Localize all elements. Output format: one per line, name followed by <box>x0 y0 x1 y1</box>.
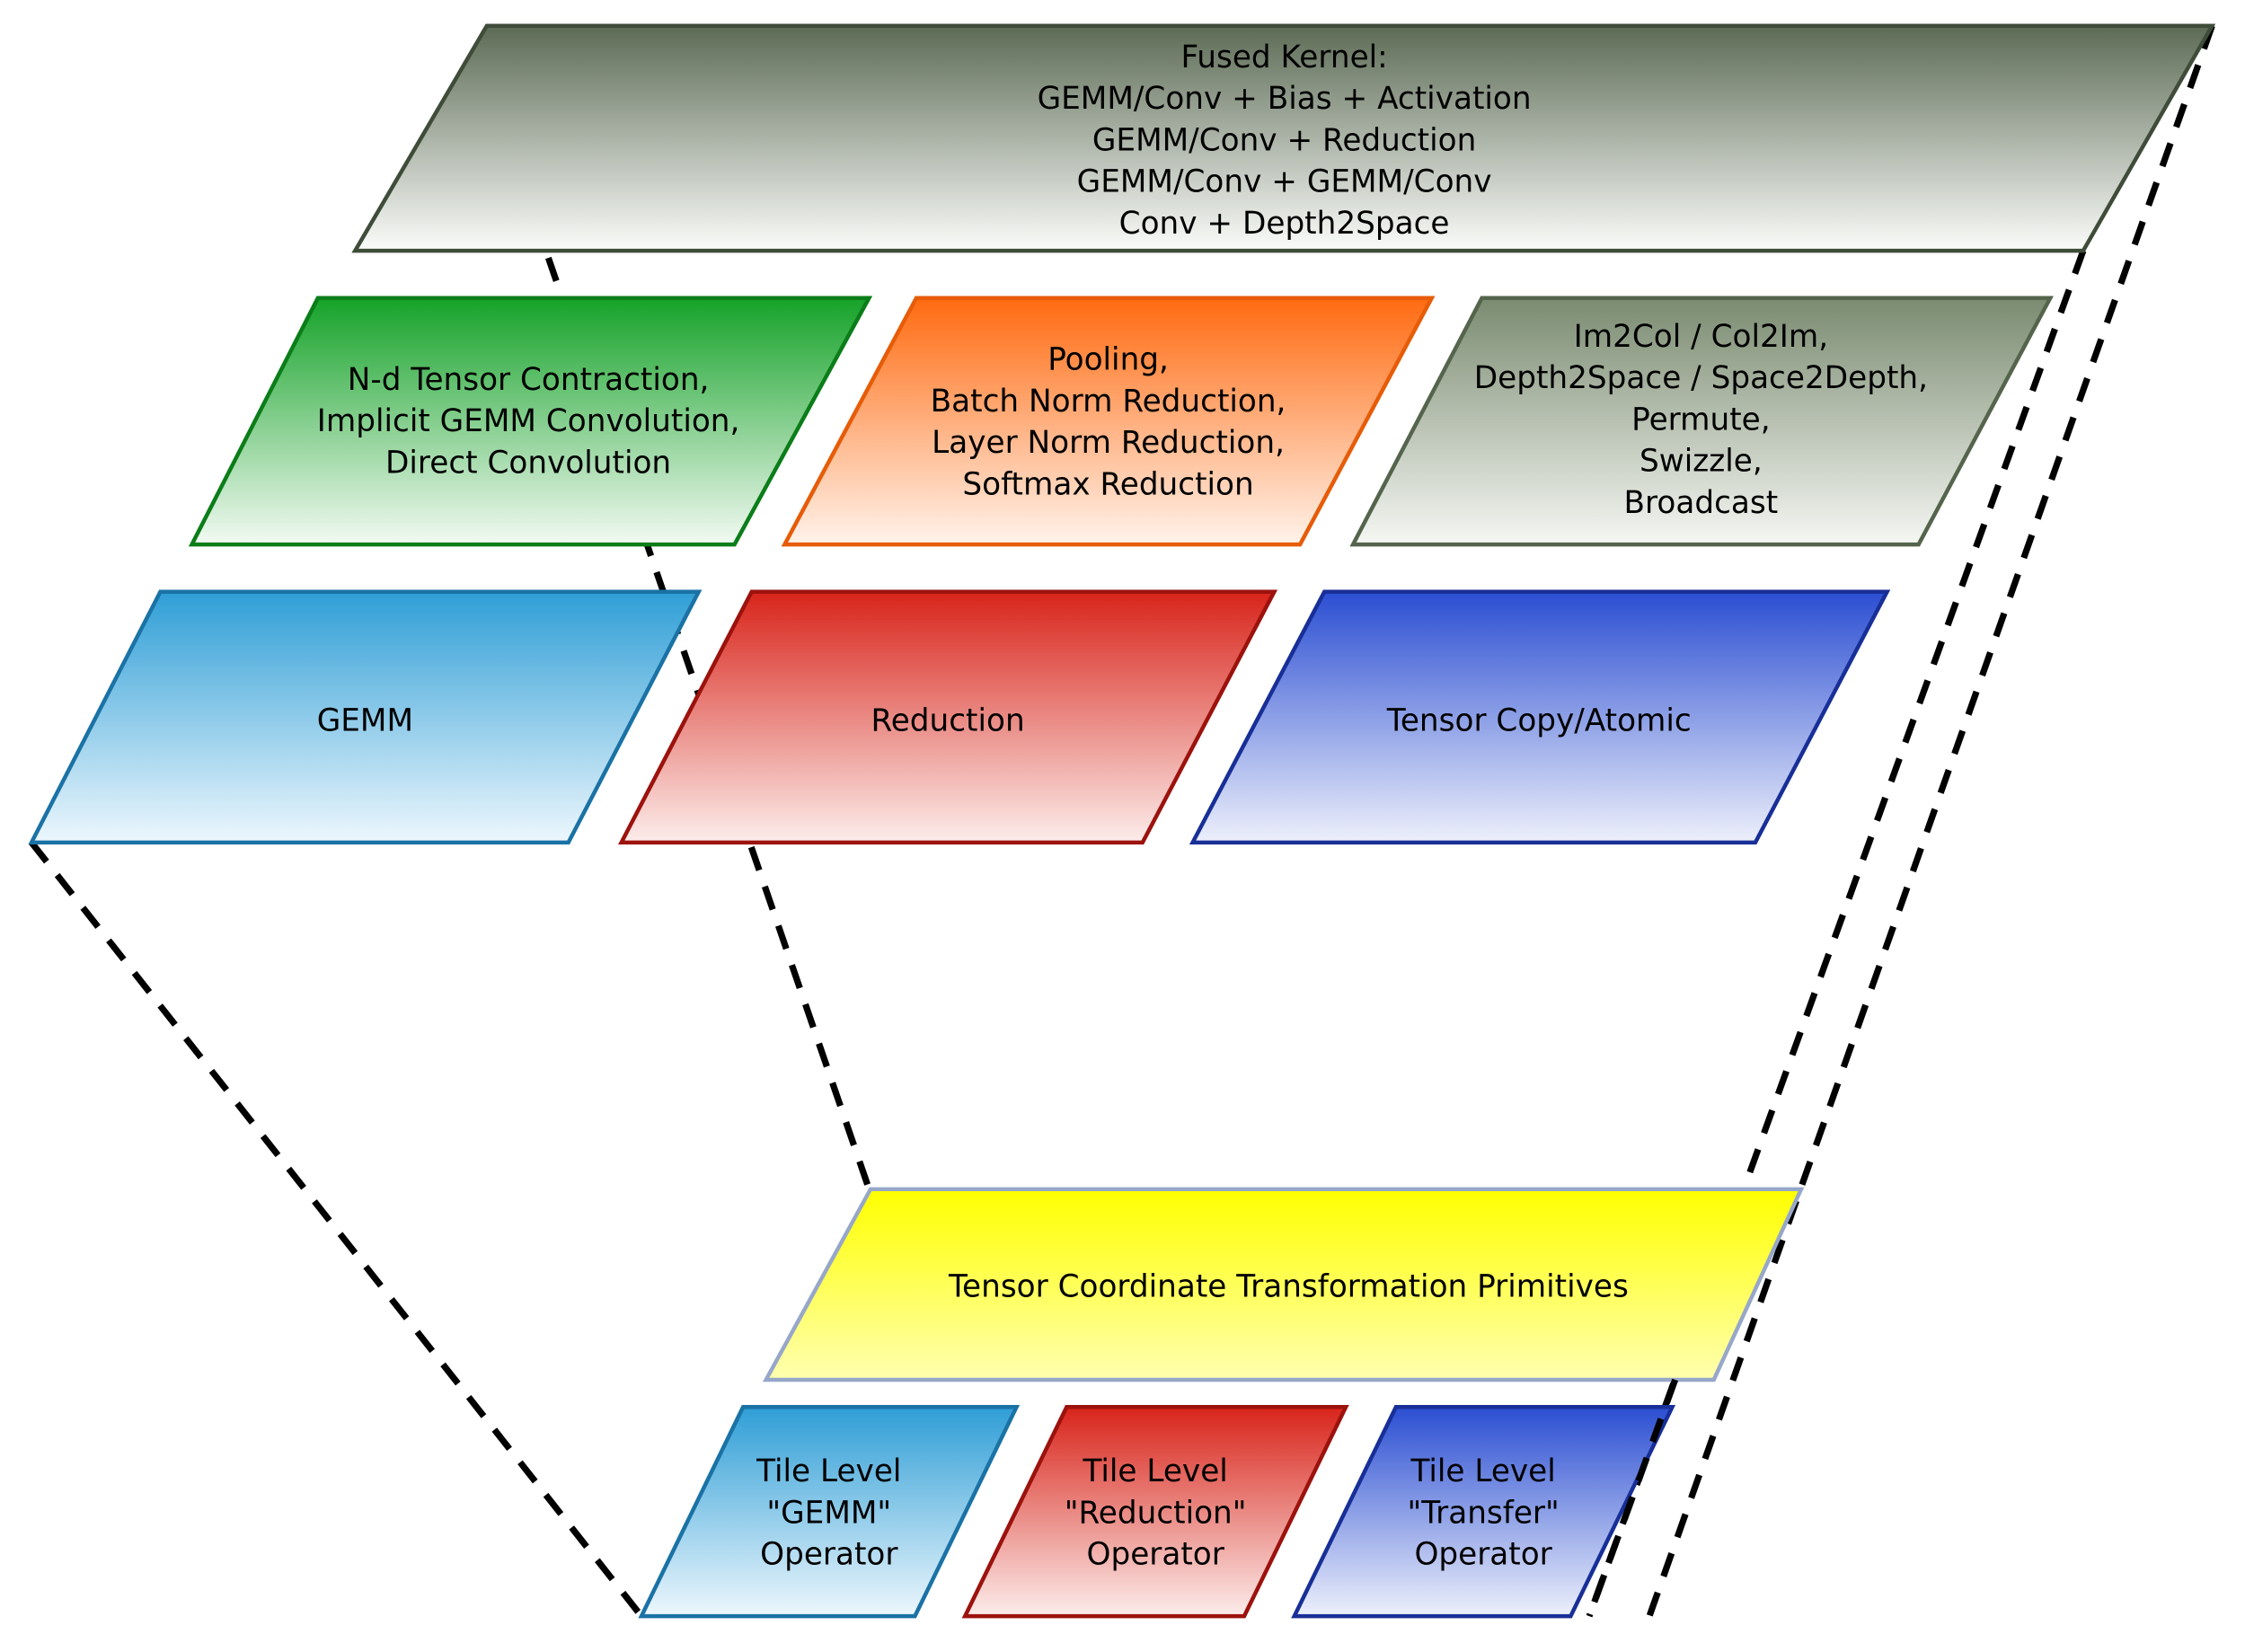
layout-ops-text-line: Im2Col / Col2Im, <box>1574 319 1829 355</box>
reduction-node: Reduction <box>618 589 1278 845</box>
tile-transfer-text-line: Operator <box>1414 1537 1552 1573</box>
gemm-label: GEMM <box>317 702 413 738</box>
tile-reduction-text-line: Operator <box>1086 1537 1224 1573</box>
tensor-copy-label: Tensor Copy/Atomic <box>1386 702 1692 738</box>
layout-ops-text-line: Broadcast <box>1624 485 1779 521</box>
dashed-line-right-inner-overlay <box>1586 1378 1679 1618</box>
coord-transform-shape <box>762 1187 1805 1383</box>
reduction-ops-text-line: Batch Norm Reduction, <box>931 384 1286 420</box>
gemm-node: GEMM <box>28 589 703 845</box>
tensor-contraction-text-line: Implicit GEMM Convolution, <box>317 403 740 439</box>
tile-reduction-shape <box>961 1405 1349 1619</box>
coord-transform-label: Tensor Coordinate Transformation Primiti… <box>948 1268 1629 1304</box>
tile-gemm-node: Tile Level "GEMM" Operator <box>638 1405 1021 1619</box>
tile-reduction-node: Tile Level "Reduction" Operator <box>961 1405 1349 1619</box>
tile-transfer-text-line: "Transfer" <box>1408 1495 1560 1531</box>
tensor-copy-node: Tensor Copy/Atomic <box>1189 589 1891 845</box>
layout-ops-text-line: Permute, <box>1631 402 1770 437</box>
reduction-ops-node: Pooling, Batch Norm Reduction, Layer Nor… <box>781 296 1436 547</box>
fused-kernel-text-line: GEMM/Conv + Bias + Activation <box>1038 81 1532 117</box>
tensor-copy-shape <box>1189 589 1891 845</box>
tile-gemm-text-line: Operator <box>760 1537 898 1573</box>
tile-reduction-text-line: "Reduction" <box>1065 1495 1247 1531</box>
tile-transfer-text-line: Tile Level <box>1410 1453 1555 1489</box>
fused-kernel-text-line: GEMM/Conv + GEMM/Conv <box>1077 164 1492 200</box>
dashed-line-left-outer <box>29 840 644 1619</box>
fused-kernel-text-line: Fused Kernel: <box>1180 40 1387 75</box>
fused-kernel-node: Fused Kernel: GEMM/Conv + Bias + Activat… <box>351 23 2216 253</box>
dashed-line-right-outer <box>1646 24 2215 1618</box>
reduction-label: Reduction <box>871 702 1024 738</box>
fused-kernel-text-line: GEMM/Conv + Reduction <box>1092 122 1476 158</box>
layout-ops-text-line: Depth2Space / Space2Depth, <box>1474 360 1928 396</box>
tile-gemm-text-line: "GEMM" <box>766 1495 891 1531</box>
tensor-contraction-node: N-d Tensor Contraction, Implicit GEMM Co… <box>188 296 873 547</box>
tensor-contraction-text-line: N-d Tensor Contraction, <box>348 362 710 398</box>
layout-ops-shape <box>1349 296 2054 547</box>
fused-kernel-shape <box>351 23 2216 253</box>
gemm-shape <box>28 589 703 845</box>
tile-gemm-text-line: Tile Level <box>756 1453 901 1489</box>
reduction-ops-text-line: Pooling, <box>1047 341 1169 377</box>
reduction-ops-text-line: Layer Norm Reduction, <box>932 425 1285 461</box>
reduction-ops-shape <box>781 296 1436 547</box>
coord-transform-node: Tensor Coordinate Transformation Primiti… <box>762 1187 1805 1383</box>
reduction-shape <box>618 589 1278 845</box>
tile-gemm-shape <box>638 1405 1021 1619</box>
fused-kernel-text-line: Conv + Depth2Space <box>1119 206 1450 242</box>
layout-ops-node: Im2Col / Col2Im, Depth2Space / Space2Dep… <box>1349 296 2054 547</box>
tile-transfer-node: Tile Level "Transfer" Operator <box>1291 1405 1676 1619</box>
tile-reduction-text-line: Tile Level <box>1083 1453 1228 1489</box>
tensor-contraction-text-line: Direct Convolution <box>385 445 671 481</box>
tensor-contraction-shape <box>188 296 873 547</box>
reduction-ops-text-line: Softmax Reduction <box>962 466 1253 502</box>
tile-transfer-shape <box>1291 1405 1676 1619</box>
layout-ops-text-line: Swizzle, <box>1640 444 1763 480</box>
